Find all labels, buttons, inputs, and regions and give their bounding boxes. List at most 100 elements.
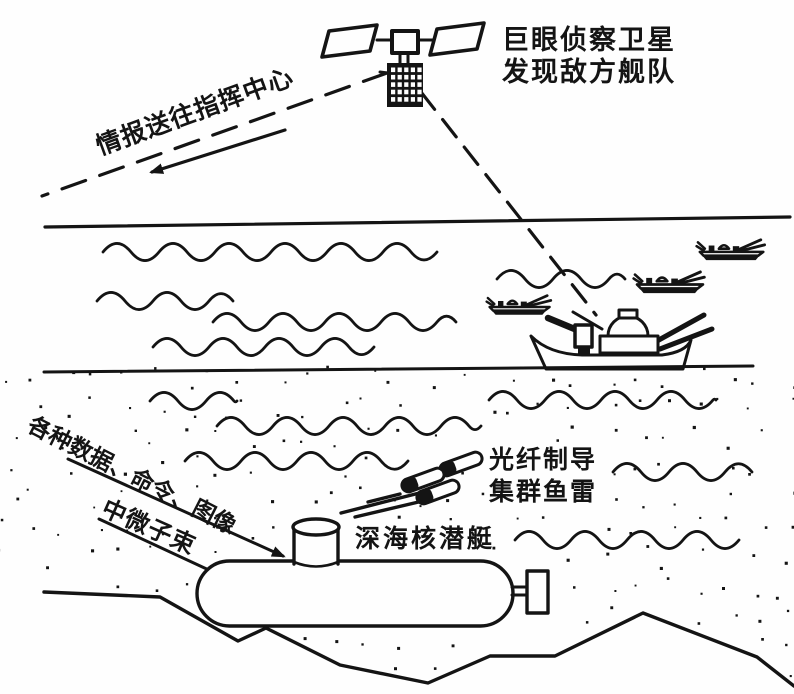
wave-icon — [513, 530, 741, 550]
stipple-dot — [163, 410, 166, 413]
wave-icon — [151, 337, 376, 357]
stipple-dot — [57, 533, 60, 536]
stipple-dot — [481, 492, 485, 496]
stipple-dot — [512, 379, 515, 382]
stipple-dot — [729, 492, 732, 496]
stipple-dot — [359, 486, 362, 490]
grid-cell — [417, 74, 422, 80]
stipple-dot — [72, 371, 76, 375]
stipple-dot — [46, 566, 49, 570]
stipple-dot — [697, 622, 701, 625]
stipple-dot — [433, 667, 437, 670]
stipple-dot — [185, 428, 189, 432]
stipple-dot — [306, 372, 309, 375]
stipple-dot — [214, 516, 217, 520]
stipple-dot — [67, 414, 71, 418]
stipple-dot — [91, 549, 95, 553]
stipple-dot — [516, 517, 519, 520]
stipple-dot — [61, 447, 64, 450]
stipple-dot — [659, 566, 663, 570]
stipple-dot — [432, 386, 436, 390]
stipple-dot — [629, 532, 633, 535]
stipple-dot — [566, 406, 569, 409]
stipple-dot — [271, 500, 275, 504]
stipple-dot — [252, 445, 256, 448]
stipple-dot — [359, 397, 362, 400]
stipple-dot — [724, 516, 728, 520]
stipple-dot — [493, 410, 497, 414]
intel-to-command-label: 情报送往指挥中心 — [92, 62, 297, 160]
stipple-dot — [506, 411, 509, 415]
stipple-dot — [134, 429, 137, 432]
stipple-dot — [789, 675, 792, 678]
stipple-dot — [657, 462, 660, 466]
stipple-dot — [88, 372, 92, 376]
stipple-dot — [463, 373, 466, 376]
grid-cell — [417, 82, 422, 87]
stipple-dot — [785, 643, 788, 647]
grid-cell — [404, 74, 409, 80]
stipple-dot — [434, 434, 437, 437]
grid-cell — [397, 82, 402, 87]
stipple-dot — [699, 402, 703, 406]
dashed-link-to-fleet — [419, 90, 598, 317]
stipple-dot — [541, 516, 545, 519]
grid-cell — [410, 82, 415, 87]
stipple-dot — [661, 436, 664, 439]
stipple-dots — [0, 365, 794, 678]
stipple-dot — [751, 382, 754, 385]
surface-waves — [95, 242, 627, 357]
surface-ship-icon — [695, 238, 767, 262]
torpedo-caption-line2: 集群鱼雷 — [488, 477, 597, 506]
stipple-dot — [300, 440, 303, 443]
stipple-dot — [314, 500, 318, 504]
stipple-dot — [15, 437, 18, 440]
grid-cell — [397, 74, 402, 80]
stipple-dot — [361, 643, 364, 646]
sea-bed-cut-line — [42, 364, 755, 374]
submarine-icon — [195, 517, 550, 628]
surface-ship-icon — [632, 270, 706, 295]
stipple-dot — [120, 490, 123, 493]
stipple-dot — [666, 577, 670, 580]
stipple-dot — [668, 399, 671, 403]
stipple-dot — [116, 585, 120, 589]
stipple-dot — [613, 473, 616, 476]
stipple-dot — [196, 455, 199, 458]
stipple-dot — [88, 396, 91, 399]
stipple-dot — [148, 442, 151, 445]
grid-cell — [410, 89, 415, 95]
stipple-dot — [196, 485, 199, 488]
stipple-dot — [570, 425, 574, 429]
stipple-dot — [786, 609, 790, 613]
stipple-dot — [44, 426, 48, 430]
stipple-dot — [206, 499, 209, 502]
stipple-dot — [761, 638, 764, 641]
grid-cell — [404, 67, 409, 73]
stipple-dot — [700, 592, 703, 595]
grid-cell — [391, 74, 396, 80]
stipple-dot — [614, 428, 618, 432]
grid-cell — [417, 97, 422, 102]
stipple-dot — [461, 471, 464, 475]
stipple-dot — [120, 371, 123, 374]
stipple-dot — [638, 399, 642, 402]
stipple-dot — [16, 497, 20, 501]
stipple-dot — [235, 381, 239, 384]
stipple-dot — [615, 498, 618, 501]
stipple-dot — [399, 404, 402, 407]
wave-icon — [148, 391, 239, 411]
stipple-dot — [732, 466, 735, 470]
stipple-dot — [552, 378, 556, 382]
stipple-dot — [633, 378, 637, 382]
stipple-dot — [344, 475, 347, 478]
stipple-dot — [614, 403, 618, 407]
dashed-link-to-command — [40, 71, 389, 198]
stipple-dot — [764, 526, 768, 529]
stipple-dot — [568, 384, 572, 387]
stipple-dot — [536, 402, 539, 405]
stipple-dot — [39, 405, 43, 409]
stipple-dot — [613, 383, 616, 386]
stipple-dot — [367, 427, 370, 430]
